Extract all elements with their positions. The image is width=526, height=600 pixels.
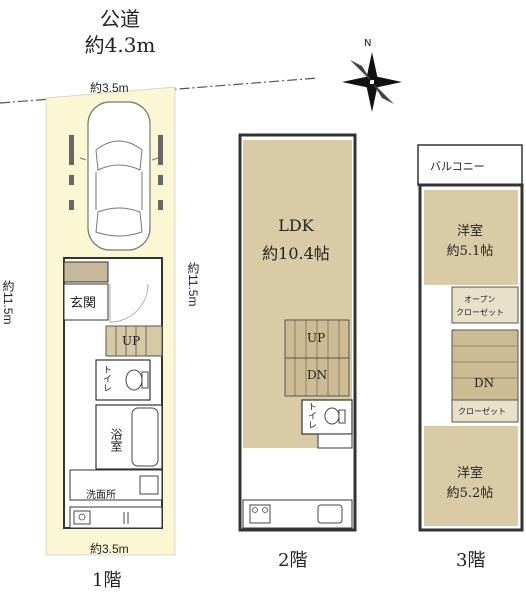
road-label: 公道 約4.3m bbox=[40, 6, 200, 58]
floor2-stairs-down-label: DN bbox=[307, 368, 328, 382]
road-width: 約4.3m bbox=[84, 33, 156, 57]
road-boundary-line bbox=[0, 77, 319, 104]
room2-label: 洋室 bbox=[456, 466, 483, 481]
floor2-stairs-up-label: UP bbox=[307, 331, 326, 345]
road-title: 公道 bbox=[100, 7, 140, 31]
floor3-stairs-down-label: DN bbox=[474, 376, 495, 390]
floor1-stairs-up-label: UP bbox=[122, 334, 141, 348]
room1-size-label: 約5.1帖 bbox=[446, 244, 494, 259]
open-closet-label-line2: クローゼット bbox=[456, 308, 504, 317]
balcony-area bbox=[417, 144, 523, 186]
floor1-top-width: 約3.5m bbox=[90, 81, 129, 95]
compass-icon bbox=[342, 52, 402, 112]
floor1-toilet-label: トイレ bbox=[101, 365, 111, 392]
open-closet-label-line1: オープン bbox=[464, 295, 496, 304]
entrance-label: 玄関 bbox=[70, 296, 97, 311]
floor2-toilet-label: トイレ bbox=[306, 402, 316, 429]
ldk-size-label: 約10.4帖 bbox=[262, 244, 330, 263]
room2-floor-area bbox=[424, 426, 518, 526]
ldk-label: LDK bbox=[278, 216, 314, 235]
room1-label: 洋室 bbox=[456, 224, 483, 239]
floor1-bottom-width: 約3.5m bbox=[90, 542, 129, 556]
floor1-left-depth: 約11.5m bbox=[1, 280, 15, 325]
floor1-label: 1階 bbox=[92, 570, 122, 591]
floor3-plan bbox=[417, 144, 524, 532]
compass-north-letter: N bbox=[364, 38, 372, 49]
floor1-right-depth: 約11.5m bbox=[186, 262, 200, 307]
closet-label: クローゼット bbox=[458, 407, 506, 416]
floor3-label: 3階 bbox=[456, 550, 486, 571]
bath-label: 浴室 bbox=[109, 428, 123, 452]
balcony-label: バルコニー bbox=[430, 160, 485, 173]
ldk-floor-area bbox=[243, 140, 352, 448]
room2-size-label: 約5.2帖 bbox=[446, 486, 494, 501]
washroom-label: 洗面所 bbox=[86, 490, 116, 501]
room1-floor-area bbox=[424, 190, 518, 285]
car-icon bbox=[79, 101, 159, 251]
floor2-plan bbox=[238, 133, 357, 532]
floor1-plan bbox=[45, 86, 176, 556]
floor2-label: 2階 bbox=[278, 550, 308, 571]
